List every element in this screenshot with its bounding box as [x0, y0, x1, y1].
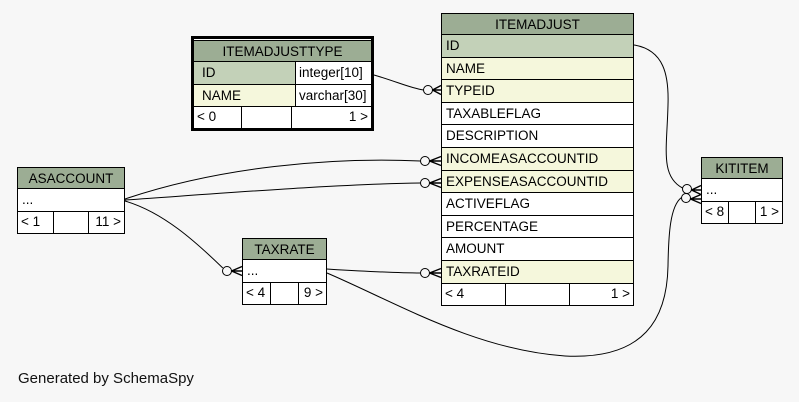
footer-mid-cell: [242, 107, 292, 129]
footer-parents-count: < 0: [194, 107, 242, 129]
column-row-id: ID: [442, 35, 633, 58]
focal-border-gap: [194, 39, 371, 40]
column-row-ellipsis: ...: [18, 189, 124, 212]
generator-note: Generated by SchemaSpy: [18, 370, 194, 387]
column-type: varchar[30]: [296, 84, 371, 107]
rel-itemadjust-id-to-kititem: [633, 44, 683, 189]
crowfoot-kititem-upper: [691, 184, 702, 196]
column-row-typeid: TYPEID: [442, 80, 633, 103]
crowfoot-incomeasaccountid: [429, 155, 442, 167]
footer-mid-cell: [271, 282, 299, 304]
footer-children-count: 1 >: [759, 203, 779, 219]
column-row: ID integer[10]: [194, 62, 371, 85]
table-footer: < 4 9 >: [243, 282, 326, 304]
crowfoot-taxrate: [231, 265, 243, 277]
rel-taxrate-to-kititem: [326, 197, 682, 357]
table-header-taxrate: TAXRATE: [243, 239, 326, 260]
crowfoot-taxrateid: [429, 267, 442, 279]
table-header-kititem: KITITEM: [702, 158, 782, 179]
column-type: integer[10]: [296, 62, 371, 84]
table-node-kititem[interactable]: KITITEM ... < 8 1 >: [701, 157, 783, 224]
crowfoot-kititem-lower: [690, 193, 702, 205]
rel-taxrate-to-taxrateid: [326, 268, 421, 274]
nullable-circle-markers: [222, 85, 692, 278]
footer-children-count: 11 >: [95, 213, 122, 229]
column-row-description: DESCRIPTION: [442, 125, 633, 148]
column-name: ID: [198, 62, 296, 84]
footer-mid-cell: [729, 201, 756, 223]
footer-mid-cell: [506, 283, 570, 305]
table-node-taxrate[interactable]: TAXRATE ... < 4 9 >: [242, 238, 327, 305]
rel-asaccount-to-taxrate: [124, 200, 224, 269]
footer-parents-count: < 8: [702, 201, 729, 223]
column-row-taxableflag: TAXABLEFLAG: [442, 102, 633, 126]
footer-parents-count: < 1: [18, 211, 54, 233]
table-footer: < 1 11 >: [18, 211, 124, 233]
column-row: NAME varchar[30]: [194, 84, 371, 108]
footer-children-count: 1 >: [610, 285, 630, 301]
table-node-itemadjust[interactable]: ITEMADJUST ID NAME TYPEID TAXABLEFLAG DE…: [441, 13, 634, 306]
column-row-taxrateid: TAXRATEID: [442, 260, 633, 284]
table-node-asaccount[interactable]: ASACCOUNT ... < 1 11 >: [17, 167, 125, 234]
column-row-ellipsis: ...: [702, 179, 782, 202]
footer-mid-cell: [54, 211, 90, 233]
table-node-itemadjusttype[interactable]: ITEMADJUSTTYPE ID integer[10] NAME varch…: [191, 36, 374, 132]
table-header-itemadjusttype: ITEMADJUSTTYPE: [194, 41, 371, 62]
rel-asaccount-to-incomeasaccountid: [124, 159, 421, 200]
column-row-activeflag: ACTIVEFLAG: [442, 193, 633, 216]
column-row-incomeasaccountid: INCOMEASACCOUNTID: [442, 147, 633, 171]
footer-children-count: 1 >: [348, 109, 368, 125]
column-row-ellipsis: ...: [243, 260, 326, 283]
footer-parents-count: < 4: [442, 283, 506, 305]
rel-itemadjusttype-to-typeid: [373, 74, 424, 91]
table-footer: < 4 1 >: [442, 283, 633, 305]
table-footer: < 0 1 >: [194, 107, 371, 129]
rel-asaccount-to-expenseasaccountid: [124, 182, 421, 201]
footer-parents-count: < 4: [243, 282, 271, 304]
footer-children-count: 9 >: [303, 284, 323, 300]
column-name: NAME: [198, 84, 296, 107]
table-header-itemadjust: ITEMADJUST: [442, 14, 633, 35]
crowfoot-typeid: [432, 84, 442, 96]
crowfoot-expenseasaccountid: [429, 177, 442, 189]
table-header-asaccount: ASACCOUNT: [18, 168, 124, 189]
focal-border-line: [194, 40, 371, 41]
column-row-percentage: PERCENTAGE: [442, 215, 633, 239]
column-row-name: NAME: [442, 57, 633, 81]
crowfoot-markers: [231, 84, 702, 279]
column-row-expenseasaccountid: EXPENSEASACCOUNTID: [442, 170, 633, 194]
table-footer: < 8 1 >: [702, 201, 782, 223]
column-row-amount: AMOUNT: [442, 238, 633, 261]
